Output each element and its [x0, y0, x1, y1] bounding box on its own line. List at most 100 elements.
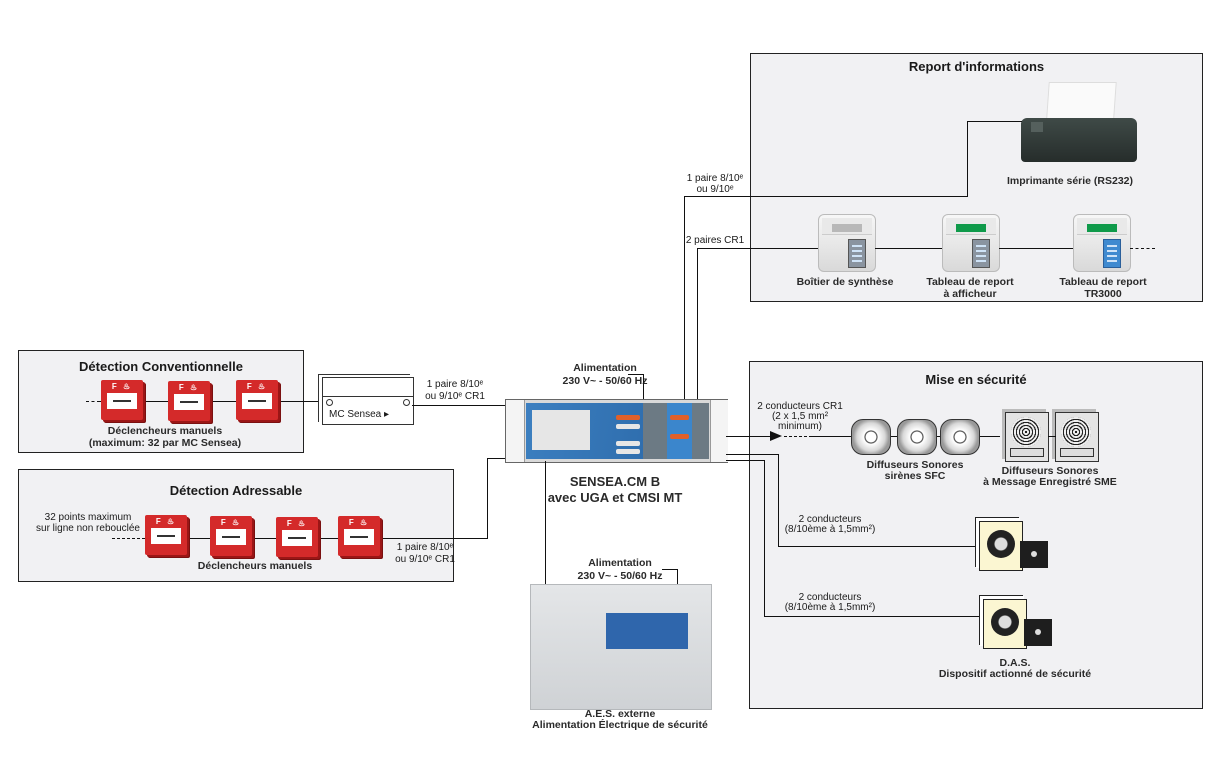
- tr3000-label-1: Tableau de report: [1059, 276, 1147, 288]
- panel-safety: Mise en sécurité: [749, 361, 1203, 709]
- central-name-1: SENSEA.CM B: [569, 474, 661, 489]
- wire-aes-power-drop: [677, 569, 679, 587]
- wire-report-vertical: [697, 248, 699, 400]
- wire-printer-top: [967, 121, 1022, 123]
- addr-line-vertical: [487, 458, 489, 539]
- display-repeater-label-2: à afficheur: [943, 288, 997, 300]
- aes-label-1: A.E.S. externe: [584, 708, 656, 720]
- conv-caption-2: (maximum: 32 par MC Sensea): [88, 437, 242, 449]
- wire-das1-out: [726, 454, 778, 456]
- central-power-label-1: Alimentation: [573, 362, 637, 374]
- display-repeater-label-1: Tableau de report: [926, 276, 1014, 288]
- das-plate-icon: [1024, 619, 1052, 646]
- sme-label-1: Diffuseurs Sonores: [1001, 465, 1099, 477]
- wire-sirens-dashed: [784, 436, 812, 437]
- panel-safety-title: Mise en sécurité: [925, 372, 1027, 387]
- panel-report-title: Report d'informations: [908, 59, 1045, 74]
- wire-sirens: [726, 436, 770, 438]
- das-label-1: D.A.S.: [999, 657, 1031, 669]
- callpoint-icon: F ♨: [101, 380, 143, 420]
- sirens-link-label-1: 2 conducteurs CR1: [757, 401, 843, 412]
- wire-report-1-2: [875, 248, 942, 250]
- wire-report-2-3: [999, 248, 1073, 250]
- panel-addressable-title: Détection Adressable: [169, 483, 303, 498]
- mc-sensea-module: MC Sensea ▸: [322, 377, 414, 425]
- mc-sensea-label: MC Sensea ▸: [329, 409, 390, 420]
- wire-central-power-drop: [643, 374, 645, 400]
- callpoint-icon: F ♨: [168, 381, 210, 421]
- addr-link-label-2: ou 9/10ᵉ CR1: [395, 554, 455, 565]
- wire-das1-vertical: [778, 454, 780, 546]
- arrow-icon: [770, 431, 782, 441]
- addr-note-1: 32 points maximum: [44, 512, 132, 523]
- das-icon: [983, 599, 1027, 649]
- conv-link-label-2: ou 9/10ᵉ CR1: [425, 391, 485, 402]
- callpoint-icon: F ♨: [276, 517, 318, 557]
- wire-sme-link: [1048, 436, 1056, 438]
- wire-printer-mid: [684, 196, 968, 198]
- sirens-label-1: Diffuseurs Sonores: [866, 459, 964, 471]
- siren-sfc-icon: [897, 419, 937, 455]
- printer-link-label-1: 1 paire 8/10ᵉ: [686, 173, 744, 184]
- report-link-label: 2 paires CR1: [685, 235, 745, 246]
- sme-speaker-icon: [1055, 412, 1099, 462]
- sirens-label-2: sirènes SFC: [884, 470, 946, 482]
- aes-label-plate: [606, 613, 688, 649]
- addr-link-label-1: 1 paire 8/10ᵉ: [396, 542, 454, 553]
- display-repeater-icon: [942, 214, 1000, 272]
- sme-speaker-icon: [1005, 412, 1049, 462]
- sensea-central-unit: [505, 399, 728, 463]
- wire-das2-vertical: [764, 460, 766, 616]
- printer-icon: [1017, 82, 1141, 172]
- addr-note-2: sur ligne non rebouclée: [36, 523, 140, 534]
- central-main-panel: [526, 403, 643, 459]
- callpoint-icon: F ♨: [338, 516, 380, 556]
- addr-line-to-central: [487, 458, 510, 460]
- das-icon: [979, 521, 1023, 571]
- sme-label-2: à Message Enregistré SME: [983, 476, 1117, 488]
- das2-link-label-1: 2 conducteurs: [798, 592, 862, 603]
- wire-central-power: [628, 374, 643, 376]
- central-power-label-2: 230 V~ - 50/60 Hz: [562, 375, 648, 387]
- central-name-2: avec UGA et CMSI MT: [547, 490, 683, 505]
- wire-das1: [778, 546, 978, 548]
- aes-power-label-2: 230 V~ - 50/60 Hz: [577, 570, 663, 582]
- wire-das2: [764, 616, 982, 618]
- das1-link-label-1: 2 conducteurs: [798, 514, 862, 525]
- wire-printer-drop: [967, 121, 969, 196]
- das-plate-icon: [1020, 541, 1048, 568]
- addr-line-continuation: [112, 538, 145, 539]
- wire-printer-vertical: [684, 196, 686, 400]
- sirens-link-label-2: (2 x 1,5 mm²: [771, 411, 829, 422]
- conv-line: [100, 401, 322, 403]
- conv-line-continuation: [86, 401, 100, 402]
- tr3000-repeater-icon: [1073, 214, 1131, 272]
- aes-power-label-1: Alimentation: [588, 557, 652, 569]
- callpoint-icon: F ♨: [210, 516, 252, 556]
- sirens-link-label-3: minimum): [778, 421, 822, 432]
- wire-report-continuation: [1130, 248, 1155, 249]
- das1-link-label-2: (8/10ème à 1,5mm²): [784, 524, 876, 535]
- conv-caption-1: Déclencheurs manuels: [107, 425, 223, 437]
- printer-link-label-2: ou 9/10ᵉ: [696, 184, 734, 195]
- tr3000-label-2: TR3000: [1084, 288, 1122, 300]
- callpoint-icon: F ♨: [236, 380, 278, 420]
- wire-aes-power: [662, 569, 677, 571]
- aes-label-2: Alimentation Électrique de sécurité: [532, 719, 708, 731]
- addr-caption: Déclencheurs manuels: [197, 560, 313, 572]
- siren-sfc-icon: [940, 419, 980, 455]
- wire-mc-to-central: [412, 405, 510, 407]
- conv-link-label-1: 1 paire 8/10ᵉ: [426, 379, 484, 390]
- panel-conventional-title: Détection Conventionnelle: [79, 359, 243, 374]
- wire-central-to-aes: [545, 461, 547, 594]
- callpoint-icon: F ♨: [145, 515, 187, 555]
- summary-box-icon: [818, 214, 876, 272]
- summary-box-label: Boîtier de synthèse: [796, 276, 894, 288]
- wire-das2-out: [726, 460, 764, 462]
- das-label-2: Dispositif actionné de sécurité: [938, 668, 1092, 680]
- printer-label: Imprimante série (RS232): [1006, 175, 1134, 187]
- wire-report-bus: [697, 248, 818, 250]
- siren-sfc-icon: [851, 419, 891, 455]
- aes-cabinet: [530, 584, 712, 710]
- das2-link-label-2: (8/10ème à 1,5mm²): [784, 602, 876, 613]
